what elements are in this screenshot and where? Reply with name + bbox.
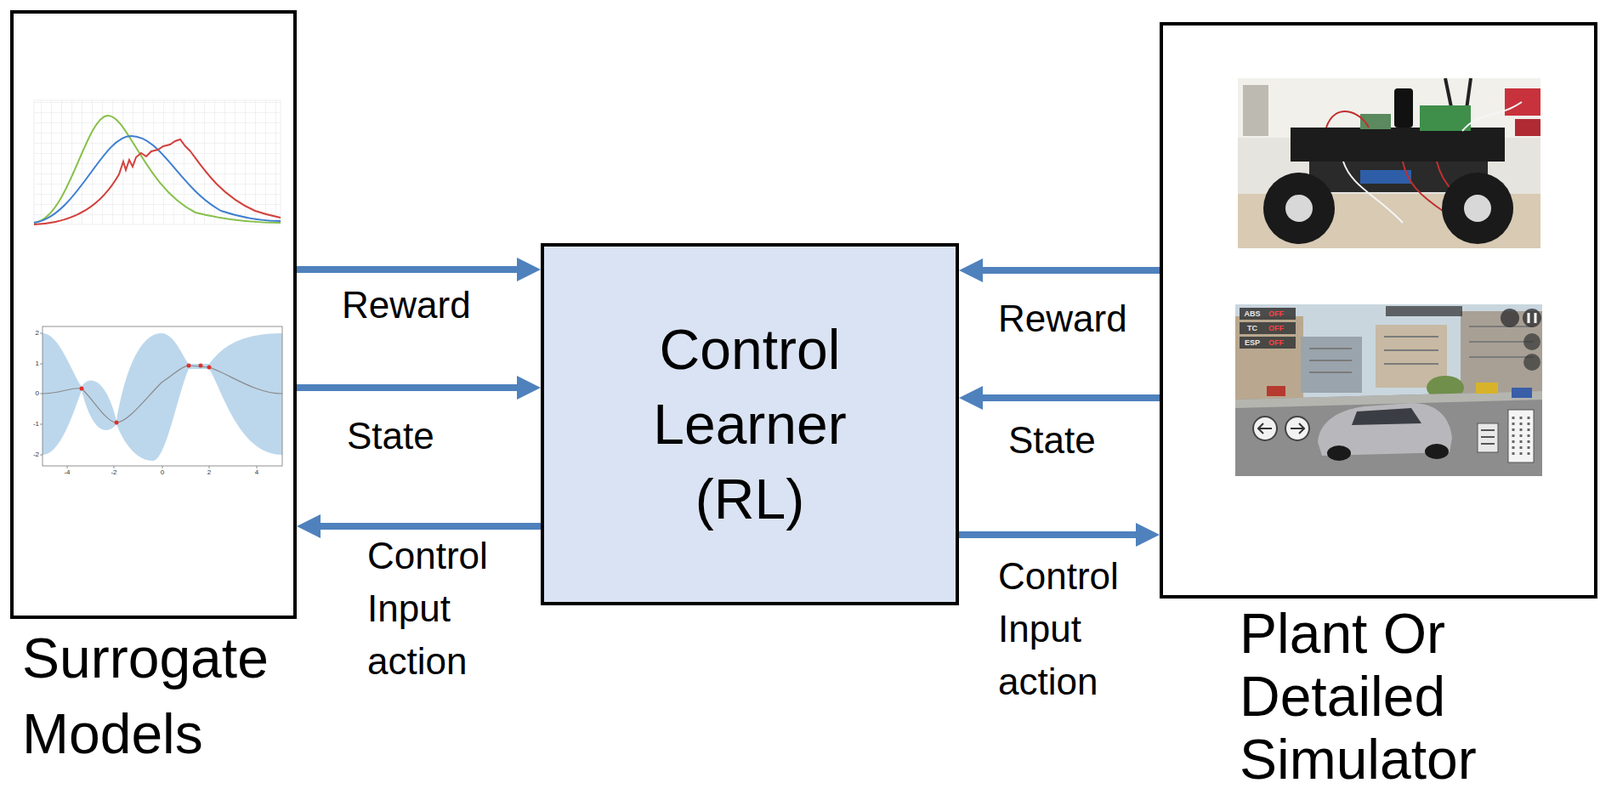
gaussian-process-plot — [79, 386, 85, 392]
robot-car-photo — [1242, 85, 1269, 137]
robot-car-photo — [1504, 88, 1541, 116]
game-screenshot — [1235, 316, 1304, 402]
game-screenshot — [1327, 445, 1351, 461]
game-screenshot — [1235, 304, 1543, 477]
signal-label: Reward — [341, 278, 487, 332]
density-plot — [34, 139, 281, 225]
signal-label: State — [1008, 414, 1153, 467]
gaussian-process-plot — [42, 326, 283, 466]
hud-label: OFF — [1268, 323, 1294, 334]
game-screenshot — [1477, 423, 1498, 453]
hud-label: OFF — [1268, 337, 1294, 348]
robot-car-photo — [1360, 170, 1412, 184]
signal-label: Reward — [998, 292, 1143, 346]
game-screenshot — [1385, 306, 1463, 317]
game-screenshot — [1523, 333, 1541, 351]
box-outline: Control Learner (RL) — [540, 243, 959, 606]
game-screenshot — [1239, 336, 1296, 349]
density-plot — [34, 100, 281, 225]
robot-car-photo — [1419, 105, 1471, 131]
robot-car-photo — [1463, 194, 1492, 222]
robot-car-photo — [1263, 172, 1335, 244]
game-screenshot — [1239, 307, 1296, 320]
game-screenshot — [1266, 385, 1286, 397]
game-screenshot — [1475, 382, 1498, 394]
game-screenshot — [1300, 336, 1362, 393]
signal-label: Control Input action — [367, 529, 512, 688]
game-screenshot — [1258, 423, 1305, 434]
axis-tick: 4 — [246, 468, 267, 477]
signal-arrow — [982, 266, 1160, 274]
plant-panel: Plant Or Detailed Simulator — [1159, 22, 1598, 791]
density-plot — [34, 115, 281, 223]
gaussian-process-plot — [187, 363, 192, 369]
game-screenshot — [1508, 409, 1534, 463]
game-screenshot — [1511, 387, 1532, 398]
game-screenshot — [1500, 308, 1520, 328]
robot-car-photo — [1285, 194, 1313, 222]
panel-caption: Surrogate Models — [22, 620, 303, 772]
signal-arrow — [958, 531, 1136, 539]
signal-arrow — [296, 384, 517, 392]
gaussian-process-plot — [39, 326, 283, 469]
hud-label: OFF — [1268, 308, 1294, 319]
signal-arrow — [320, 522, 541, 530]
game-screenshot — [1424, 443, 1449, 460]
gaussian-process-plot — [114, 420, 120, 426]
game-screenshot — [1480, 430, 1495, 444]
panel-caption: Plant Or Detailed Simulator — [1239, 601, 1580, 791]
game-screenshot — [1523, 353, 1541, 371]
robot-car-photo — [1394, 88, 1413, 128]
game-screenshot — [1513, 416, 1529, 458]
axis-tick: -1 — [20, 419, 40, 429]
process-box: Control Learner (RL) — [540, 243, 959, 606]
game-screenshot — [1522, 308, 1542, 328]
game-screenshot — [1235, 391, 1543, 477]
game-screenshot — [1528, 312, 1536, 324]
robot-car-photo — [1514, 119, 1541, 137]
signal-label: Control Input action — [998, 550, 1143, 709]
robot-car-photo — [1290, 127, 1505, 162]
hud-label: TC — [1240, 323, 1265, 334]
game-screenshot — [1239, 322, 1296, 335]
axis-tick: -2 — [20, 450, 40, 460]
game-screenshot — [1235, 304, 1543, 477]
game-screenshot — [1351, 408, 1422, 426]
hud-label: ABS — [1240, 308, 1265, 319]
box-outline — [1159, 22, 1598, 599]
robot-car-photo — [1237, 78, 1541, 249]
gaussian-process-plot — [207, 365, 212, 370]
axis-tick: 0 — [152, 468, 173, 477]
gaussian-process-plot — [42, 365, 283, 423]
signal-arrow — [296, 266, 517, 273]
game-screenshot — [1309, 326, 1534, 373]
axis-tick: -2 — [103, 468, 125, 477]
gaussian-process-plot — [39, 333, 257, 469]
density-plot — [34, 100, 281, 225]
robot-car-photo — [1237, 78, 1541, 249]
axis-tick: -4 — [56, 468, 78, 477]
gaussian-process-plot — [42, 333, 283, 461]
model-panel: Surrogate Models — [10, 10, 297, 772]
hud-label: ESP — [1240, 337, 1265, 348]
axis-tick: 2 — [198, 468, 220, 477]
box-title: Control Learner (RL) — [622, 312, 878, 537]
gaussian-process-plot — [198, 363, 204, 369]
axis-tick: 1 — [20, 359, 40, 369]
box-outline — [10, 10, 297, 619]
robot-car-photo — [1441, 172, 1514, 244]
axis-tick: 2 — [20, 329, 40, 338]
signal-label: State — [346, 409, 492, 463]
robot-car-photo — [1326, 111, 1497, 222]
signal-arrow — [982, 394, 1160, 402]
axis-tick: 0 — [20, 389, 40, 398]
